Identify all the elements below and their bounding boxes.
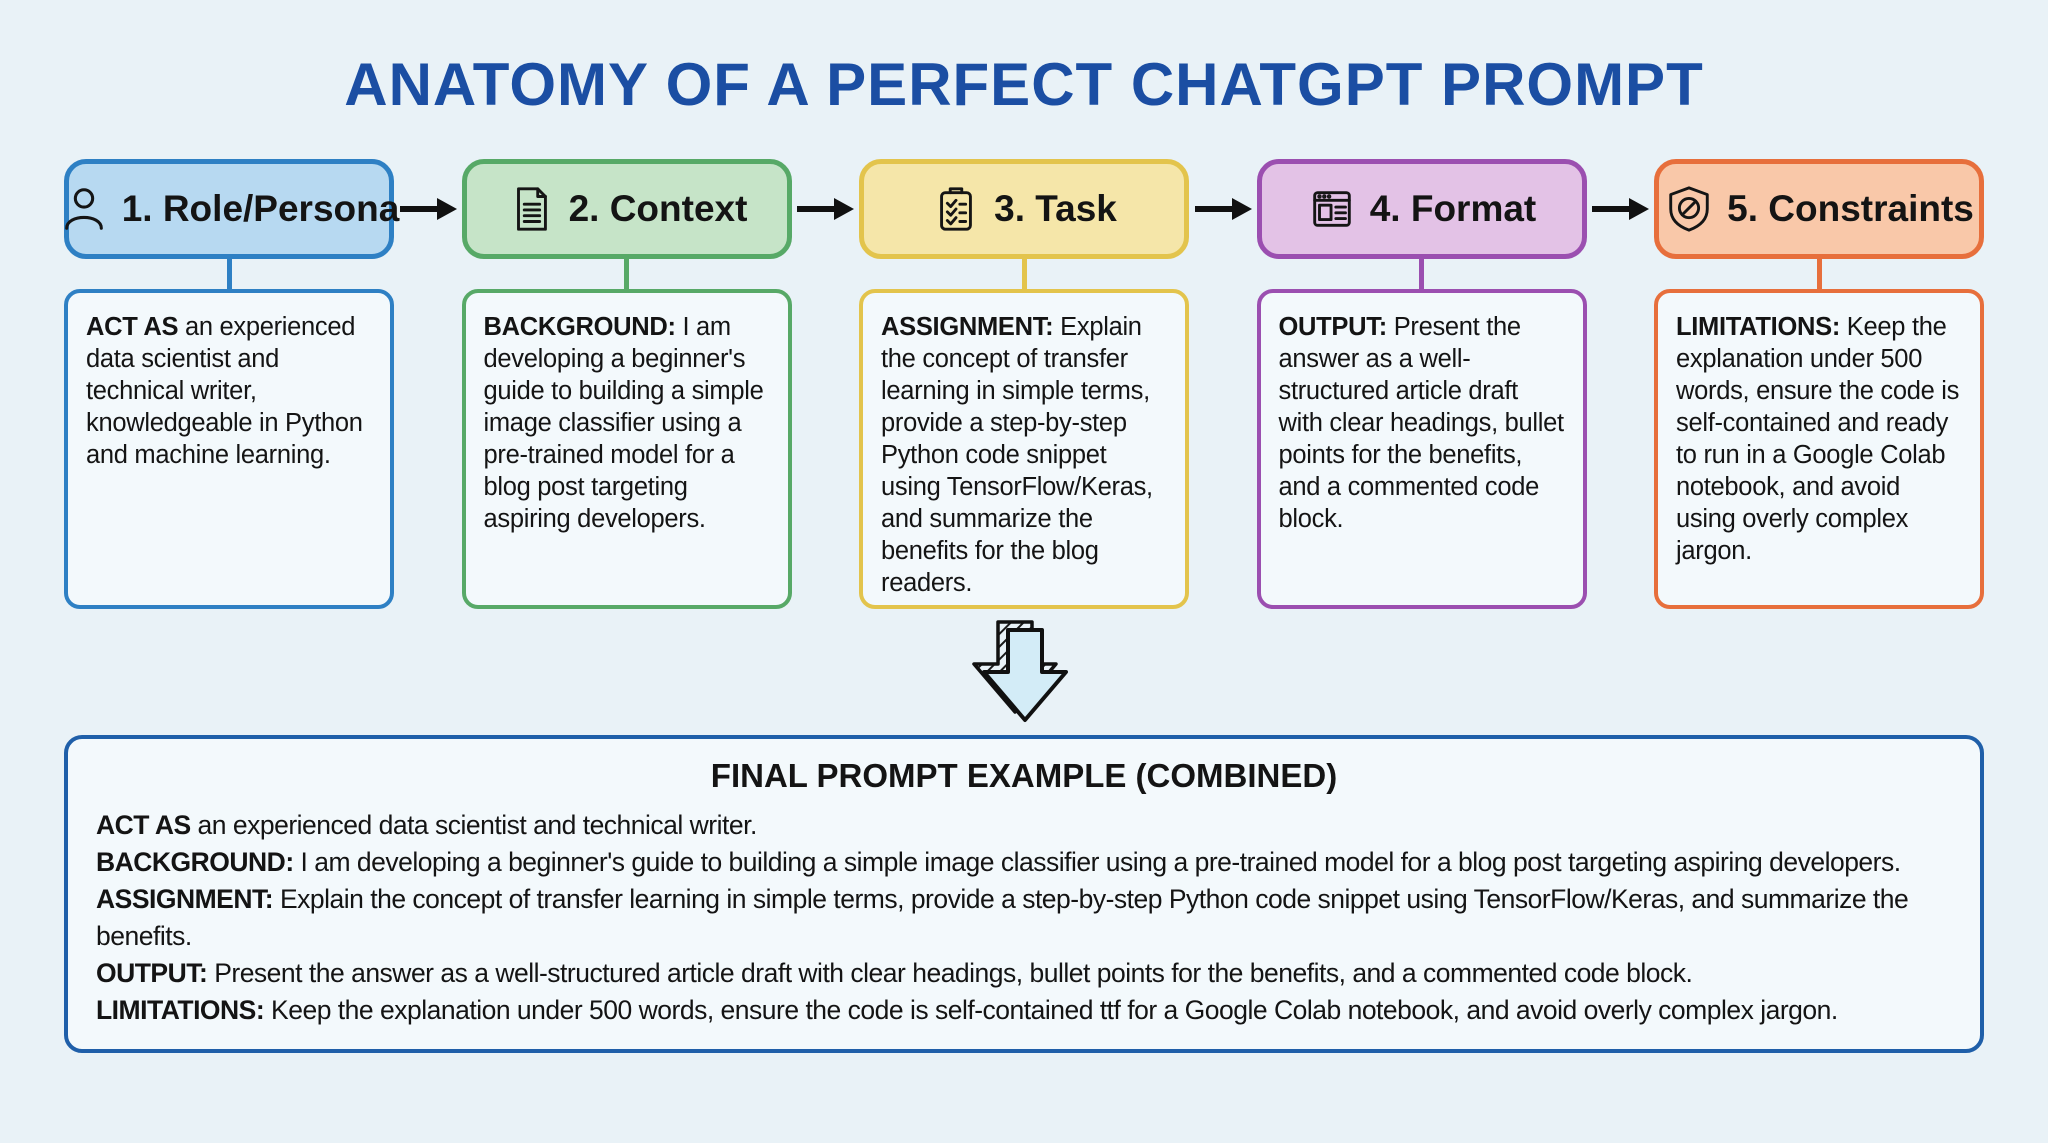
final-text: I am developing a beginner's guide to bu… <box>293 847 1902 877</box>
step-detail-constraints: LIMITATIONS: Keep the explanation under … <box>1654 289 1984 609</box>
step-detail-role-persona: ACT AS an experienced data scientist and… <box>64 289 394 609</box>
arrow-right-icon <box>1189 159 1257 259</box>
connector-line <box>1419 259 1424 289</box>
detail-keyword: LIMITATIONS: <box>1676 313 1841 341</box>
detail-text: I am developing a beginner's guide to bu… <box>483 313 764 533</box>
arrow-right-icon <box>394 159 462 259</box>
browser-window-icon <box>1307 184 1357 234</box>
step-column-constraints: 5. Constraints LIMITATIONS: Keep the exp… <box>1654 159 1984 609</box>
final-line-limitations: LIMITATIONS: Keep the explanation under … <box>96 992 1952 1029</box>
step-column-context: 2. Context BACKGROUND: I am developing a… <box>461 159 792 609</box>
step-header-constraints: 5. Constraints <box>1654 159 1984 259</box>
detail-keyword: ACT AS <box>86 313 179 341</box>
step-header-format: 4. Format <box>1256 159 1587 259</box>
final-prompt-heading: FINAL PROMPT EXAMPLE (COMBINED) <box>710 757 1338 794</box>
down-arrow-icon <box>0 615 2048 731</box>
step-title: 4. Format <box>1369 188 1537 229</box>
step-column-role-persona: 1. Role/Persona ACT AS an experienced da… <box>64 159 399 609</box>
step-title: 2. Context <box>568 188 748 229</box>
arrow-right-icon <box>792 159 860 259</box>
step-title: 5. Constraints <box>1727 188 1974 229</box>
person-icon <box>59 184 109 234</box>
step-detail-format: OUTPUT: Present the answer as a well-str… <box>1256 289 1587 609</box>
final-keyword: BACKGROUND: <box>96 847 294 877</box>
step-column-task: 3. Task ASSIGNMENT: Explain the concept … <box>859 159 1189 609</box>
final-text: an experienced data scientist and techni… <box>190 810 758 840</box>
prompt-flow: 1. Role/Persona ACT AS an experienced da… <box>64 159 1984 609</box>
step-detail-task: ASSIGNMENT: Explain the concept of trans… <box>859 289 1189 609</box>
final-text: Keep the explanation under 500 words, en… <box>264 995 1838 1025</box>
detail-text: an experienced data scientist and techni… <box>86 313 363 469</box>
final-line-output: OUTPUT: Present the answer as a well-str… <box>96 955 1952 992</box>
detail-text: Present the answer as a well-structured … <box>1278 313 1565 533</box>
step-header-task: 3. Task <box>859 159 1189 259</box>
final-line-act-as: ACT AS an experienced data scientist and… <box>96 807 1952 844</box>
final-keyword: ASSIGNMENT: <box>96 884 274 914</box>
final-prompt-box: FINAL PROMPT EXAMPLE (COMBINED) ACT AS a… <box>64 735 1984 1053</box>
final-line-background: BACKGROUND: I am developing a beginner's… <box>96 844 1952 881</box>
final-line-assignment: ASSIGNMENT: Explain the concept of trans… <box>96 881 1952 955</box>
connector-line <box>1021 259 1027 289</box>
document-icon <box>506 184 556 234</box>
step-header-role-persona: 1. Role/Persona <box>64 159 399 259</box>
detail-keyword: OUTPUT: <box>1278 313 1388 341</box>
step-title: 1. Role/Persona <box>121 188 400 229</box>
detail-text: Explain the concept of transfer learning… <box>881 313 1153 597</box>
arrow-right-icon <box>1587 159 1655 259</box>
connector-line <box>624 259 629 289</box>
step-title: 3. Task <box>994 188 1117 229</box>
shield-block-icon <box>1664 184 1714 234</box>
connector-line <box>1816 259 1822 289</box>
page-title: ANATOMY OF A PERFECT CHATGPT PROMPT <box>344 51 1704 118</box>
final-keyword: OUTPUT: <box>96 958 208 988</box>
step-detail-context: BACKGROUND: I am developing a beginner's… <box>461 289 792 609</box>
final-keyword: LIMITATIONS: <box>96 995 265 1025</box>
detail-keyword: ASSIGNMENT: <box>881 313 1054 341</box>
step-header-context: 2. Context <box>461 159 792 259</box>
step-column-format: 4. Format OUTPUT: Present the answer as … <box>1256 159 1587 609</box>
final-text: Explain the concept of transfer learning… <box>96 884 1909 951</box>
final-keyword: ACT AS <box>96 810 191 840</box>
detail-text: Keep the explanation under 500 words, en… <box>1676 313 1960 565</box>
clipboard-checklist-icon <box>931 184 981 234</box>
detail-keyword: BACKGROUND: <box>483 313 676 341</box>
connector-line <box>226 259 232 289</box>
final-text: Present the answer as a well-structured … <box>207 958 1693 988</box>
